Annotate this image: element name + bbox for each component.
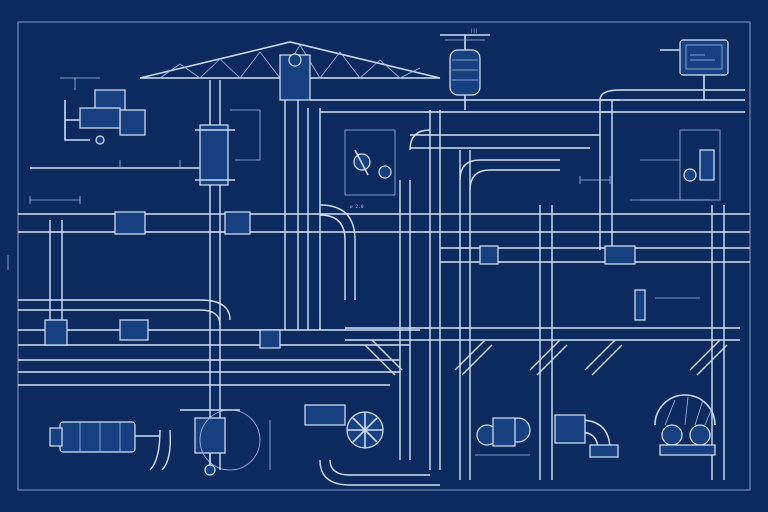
bottom-right-pumps bbox=[475, 414, 619, 458]
main-horizontal-pipes bbox=[18, 77, 750, 386]
bottom-center-fan bbox=[304, 404, 384, 449]
inline-valves bbox=[44, 211, 646, 349]
blueprint-border bbox=[17, 21, 751, 491]
diagonal-braces bbox=[364, 339, 728, 376]
bottom-left-motor bbox=[49, 421, 160, 453]
bottom-right-turbine bbox=[654, 394, 716, 456]
pressure-vessel-top: ||| bbox=[440, 28, 490, 110]
center-gauge-assembly: ⌀ 2.0 bbox=[344, 129, 396, 210]
bottom-center-valve bbox=[180, 409, 261, 476]
svg-text:⌀ 2.0: ⌀ 2.0 bbox=[350, 204, 364, 210]
dimension-markers bbox=[7, 160, 710, 470]
control-monitor bbox=[660, 39, 729, 100]
left-pump-unit bbox=[60, 77, 146, 145]
right-gauge-assembly bbox=[640, 129, 721, 201]
left-valve-cabinet bbox=[195, 109, 261, 186]
truss-roof-beam bbox=[139, 41, 441, 101]
pipe-bends bbox=[149, 89, 745, 486]
svg-text:|||: ||| bbox=[470, 28, 478, 34]
main-vertical-pipes bbox=[49, 80, 725, 480]
